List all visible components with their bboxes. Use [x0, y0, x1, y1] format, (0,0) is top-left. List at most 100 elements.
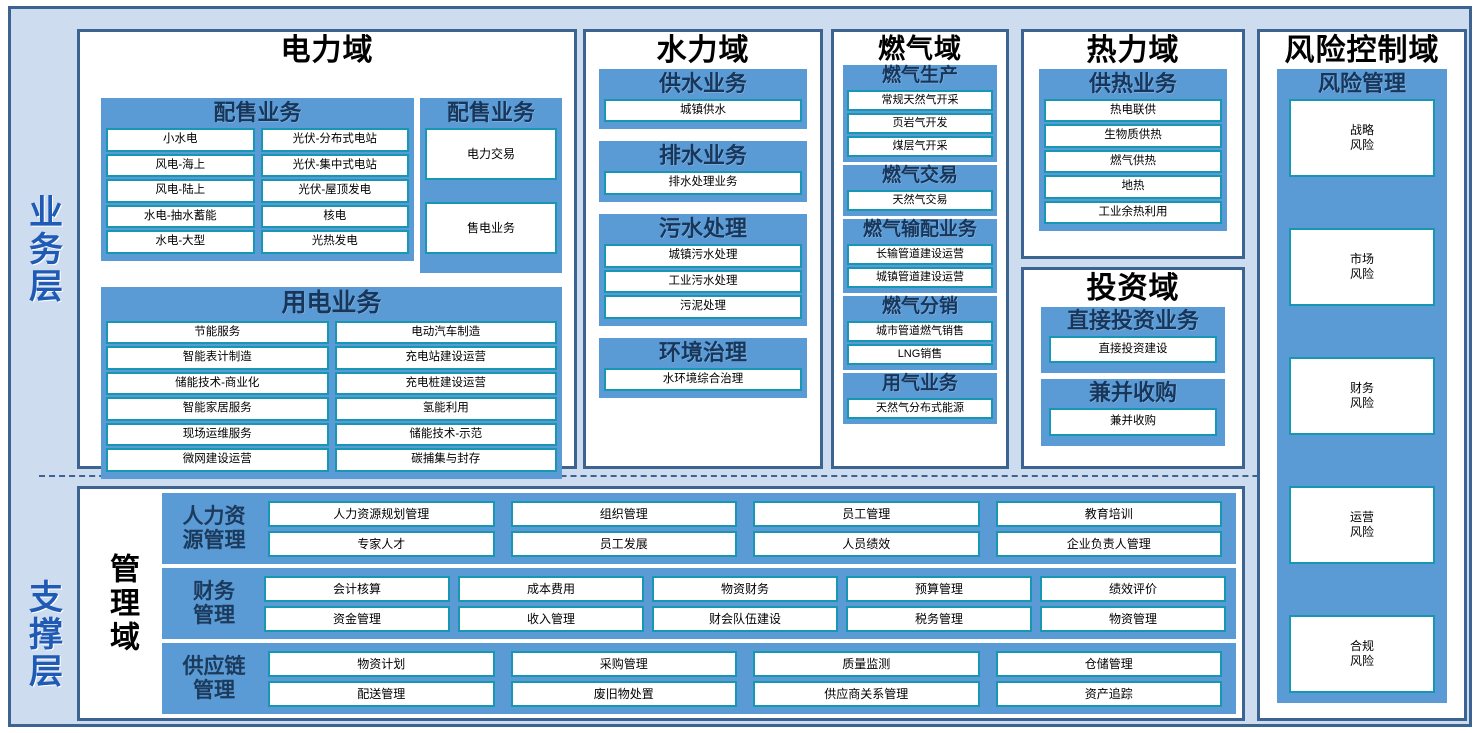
list-item[interactable]: 员工管理: [753, 500, 980, 527]
list-item[interactable]: 工业污水处理: [604, 269, 802, 294]
mgmt-row-supplychain[interactable]: 供应链管理 物资计划 配送管理 采购管理 废旧物处置 质量监测 供应商关系管理: [162, 643, 1236, 714]
group-gas-trading[interactable]: 燃气交易 天然气交易: [843, 165, 997, 217]
group-gas-transmission[interactable]: 燃气输配业务 长输管道建设运营 城镇管道建设运营: [843, 219, 997, 294]
list-item[interactable]: 质量监测: [753, 650, 980, 677]
list-item[interactable]: 运营风险: [1289, 485, 1435, 564]
list-item[interactable]: 废旧物处置: [510, 680, 737, 707]
list-item[interactable]: 水电-抽水蓄能: [106, 204, 255, 229]
list-item[interactable]: 物资财务: [652, 575, 838, 602]
list-item[interactable]: 氢能利用: [334, 397, 557, 421]
list-item[interactable]: 燃气供热: [1044, 149, 1222, 174]
list-item[interactable]: 绩效评价: [1040, 575, 1226, 602]
list-item[interactable]: 会计核算: [264, 575, 450, 602]
list-item[interactable]: 工业余热利用: [1044, 200, 1222, 225]
mgmt-row-finance[interactable]: 财务管理 会计核算 资金管理 成本费用 收入管理 物资财务 财会队伍建设: [162, 568, 1236, 639]
list-item[interactable]: 光伏-分布式电站: [260, 128, 409, 152]
list-item[interactable]: 地热: [1044, 175, 1222, 199]
domain-heat[interactable]: 热力域 供热业务 热电联供 生物质供热 燃气供热 地热 工业余热利用: [1021, 29, 1245, 259]
group-gas-distribution[interactable]: 燃气分销 城市管道燃气销售 LNG销售: [843, 296, 997, 370]
list-item[interactable]: 光伏-集中式电站: [260, 153, 409, 178]
domain-investment[interactable]: 投资域 直接投资业务 直接投资建设 兼并收购 兼并收购: [1021, 267, 1245, 469]
group-water-sewage[interactable]: 污水处理 城镇污水处理 工业污水处理 污泥处理: [599, 213, 807, 326]
list-item[interactable]: 直接投资建设: [1049, 335, 1217, 364]
list-item[interactable]: 碳捕集与封存: [334, 448, 557, 472]
list-item[interactable]: LNG销售: [847, 343, 993, 365]
list-item[interactable]: 微网建设运营: [106, 448, 329, 472]
list-item[interactable]: 员工发展: [510, 530, 737, 557]
list-item[interactable]: 城镇供水: [604, 98, 802, 123]
list-item[interactable]: 水电-大型: [106, 230, 255, 254]
list-item[interactable]: 天然气分布式能源: [847, 397, 993, 419]
list-item[interactable]: 长输管道建设运营: [847, 244, 993, 266]
list-item[interactable]: 合规风险: [1289, 614, 1435, 693]
group-heat-supply[interactable]: 供热业务 热电联供 生物质供热 燃气供热 地热 工业余热利用: [1039, 68, 1227, 232]
list-item[interactable]: 小水电: [106, 128, 255, 152]
list-item[interactable]: 财会队伍建设: [652, 605, 838, 632]
group-risk-management[interactable]: 风险管理 战略风险 市场风险 财务风险 运营风险 合规风险: [1277, 68, 1447, 703]
list-item[interactable]: 天然气交易: [847, 190, 993, 212]
list-item[interactable]: 人员绩效: [753, 530, 980, 557]
list-item[interactable]: 资金管理: [264, 605, 450, 632]
mgmt-row-hr[interactable]: 人力资源管理 人力资源规划管理 专家人才 组织管理 员工发展 员工管理 人员绩效: [162, 493, 1236, 564]
list-item[interactable]: 页岩气开发: [847, 113, 993, 135]
list-item[interactable]: 智能家居服务: [106, 397, 329, 421]
list-item[interactable]: 资产追踪: [995, 680, 1222, 707]
group-gas-production[interactable]: 燃气生产 常规天然气开采 页岩气开发 煤层气开采: [843, 65, 997, 163]
list-item[interactable]: 排水处理业务: [604, 171, 802, 195]
list-item[interactable]: 市场风险: [1289, 227, 1435, 306]
list-item[interactable]: 教育培训: [995, 500, 1222, 527]
list-item[interactable]: 专家人才: [268, 530, 495, 557]
list-item[interactable]: 充电站建设运营: [334, 346, 557, 370]
group-direct-investment[interactable]: 直接投资业务 直接投资建设: [1041, 306, 1225, 374]
list-item[interactable]: 储能技术-商业化: [106, 371, 329, 395]
list-item[interactable]: 电动汽车制造: [334, 320, 557, 344]
list-item[interactable]: 财务风险: [1289, 356, 1435, 435]
list-item[interactable]: 水环境综合治理: [604, 367, 802, 392]
list-item[interactable]: 城镇污水处理: [604, 244, 802, 268]
list-item[interactable]: 生物质供热: [1044, 124, 1222, 148]
list-item[interactable]: 污泥处理: [604, 295, 802, 319]
list-item[interactable]: 人力资源规划管理: [268, 500, 495, 527]
list-item[interactable]: 收入管理: [458, 605, 644, 632]
list-item[interactable]: 物资计划: [268, 650, 495, 677]
group-electric-power-use[interactable]: 用电业务 节能服务 智能表计制造 储能技术-商业化 智能家居服务 现场运维服务 …: [101, 287, 562, 479]
list-item[interactable]: 城镇管道建设运营: [847, 267, 993, 289]
list-item[interactable]: 现场运维服务: [106, 422, 329, 446]
group-electric-distribution-left[interactable]: 配售业务 小水电 风电-海上 风电-陆上 水电-抽水蓄能 水电-大型 光伏-分布…: [101, 98, 414, 261]
list-item[interactable]: 节能服务: [106, 320, 329, 344]
list-item[interactable]: 配送管理: [268, 680, 495, 707]
list-item[interactable]: 采购管理: [510, 650, 737, 677]
list-item[interactable]: 光热发电: [260, 230, 409, 254]
domain-electric[interactable]: 电力域 配售业务 小水电 风电-海上 风电-陆上 水电-抽水蓄能 水电-大型 光…: [77, 29, 577, 479]
list-item[interactable]: 煤层气开采: [847, 136, 993, 158]
list-item[interactable]: 充电桩建设运营: [334, 371, 557, 395]
list-item[interactable]: 常规天然气开采: [847, 90, 993, 112]
group-gas-usage[interactable]: 用气业务 天然气分布式能源: [843, 372, 997, 424]
group-water-supply[interactable]: 供水业务 城镇供水: [599, 68, 807, 130]
list-item[interactable]: 组织管理: [510, 500, 737, 527]
list-item[interactable]: 城市管道燃气销售: [847, 320, 993, 342]
list-item[interactable]: 风电-海上: [106, 153, 255, 178]
list-item[interactable]: 仓储管理: [995, 650, 1222, 677]
list-item[interactable]: 预算管理: [846, 575, 1032, 602]
list-item[interactable]: 企业负责人管理: [995, 530, 1222, 557]
domain-gas[interactable]: 燃气域 燃气生产 常规天然气开采 页岩气开发 煤层气开采 燃气交易 天然气交易 …: [831, 29, 1009, 469]
group-merger-acquisition[interactable]: 兼并收购 兼并收购: [1041, 379, 1225, 446]
list-item[interactable]: 战略风险: [1289, 98, 1435, 177]
list-item[interactable]: 供应商关系管理: [753, 680, 980, 707]
list-item[interactable]: 核电: [260, 204, 409, 229]
list-item[interactable]: 售电业务: [425, 202, 557, 255]
group-electric-distribution-right[interactable]: 配售业务 电力交易 售电业务: [420, 98, 562, 273]
list-item[interactable]: 智能表计制造: [106, 346, 329, 370]
list-item[interactable]: 电力交易: [425, 128, 557, 181]
list-item[interactable]: 税务管理: [846, 605, 1032, 632]
domain-risk-control[interactable]: 风险控制域 风险管理 战略风险 市场风险 财务风险 运营风险 合规风险: [1257, 29, 1467, 721]
list-item[interactable]: 兼并收购: [1049, 408, 1217, 436]
list-item[interactable]: 成本费用: [458, 575, 644, 602]
list-item[interactable]: 风电-陆上: [106, 179, 255, 203]
list-item[interactable]: 光伏-屋顶发电: [260, 179, 409, 203]
list-item[interactable]: 物资管理: [1040, 605, 1226, 632]
group-water-environment[interactable]: 环境治理 水环境综合治理: [599, 337, 807, 399]
domain-management[interactable]: 管理域 人力资源管理 人力资源规划管理 专家人才 组织管理 员工发展 员工管理 …: [77, 486, 1245, 721]
list-item[interactable]: 储能技术-示范: [334, 422, 557, 446]
